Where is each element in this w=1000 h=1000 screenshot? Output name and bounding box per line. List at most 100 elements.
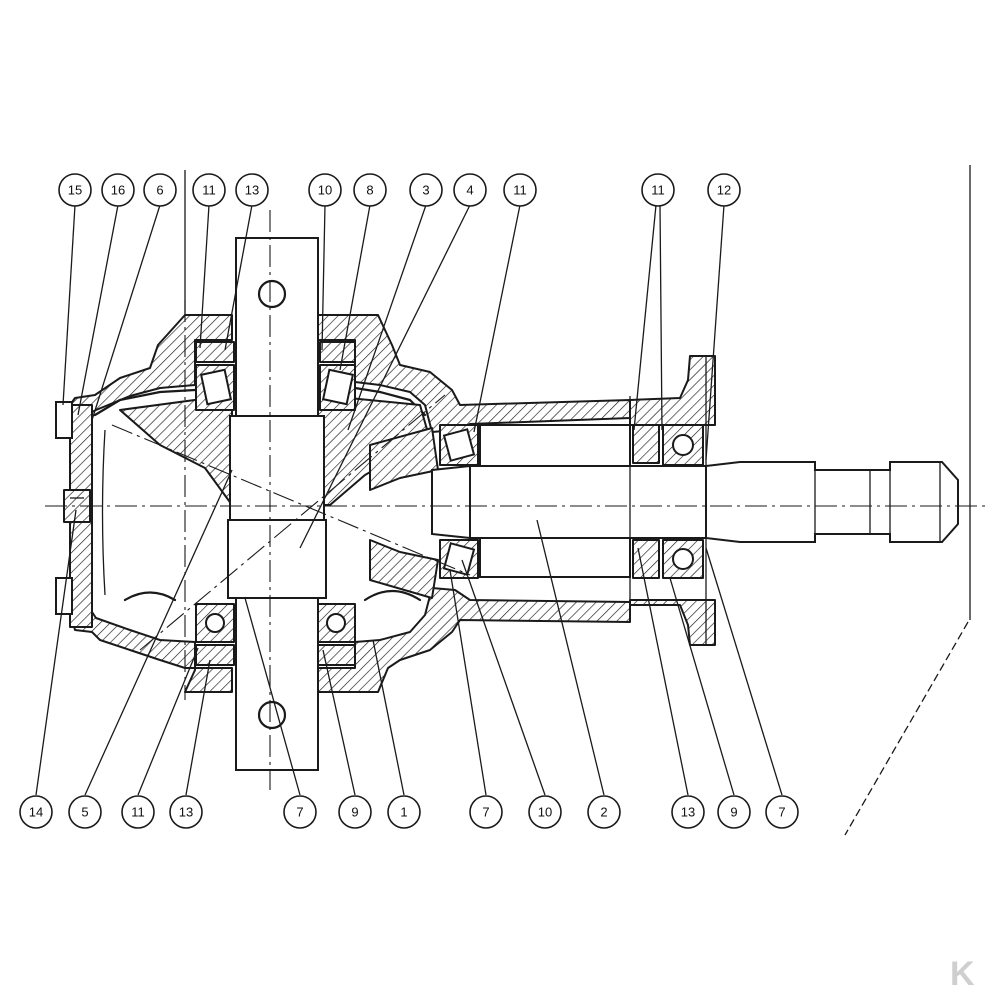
callout-circle xyxy=(409,173,443,207)
callout-label: 3 xyxy=(422,183,429,198)
shaft-seal-bottom xyxy=(632,539,660,579)
callout-circle xyxy=(121,795,155,829)
leader-15 xyxy=(62,204,76,406)
bevel-gear-crown xyxy=(119,394,233,506)
housing-lower-right-wall xyxy=(317,587,631,693)
lower-right-ball xyxy=(326,613,346,633)
shaft-main-body xyxy=(469,465,707,539)
leader-9a xyxy=(322,649,356,796)
upper-right-roller xyxy=(321,368,355,406)
top-callout-1: 15 xyxy=(58,173,92,207)
leader-13a xyxy=(224,204,253,351)
vertical-shaft-lower xyxy=(235,597,319,771)
callout-circle xyxy=(58,173,92,207)
leader-11c2 xyxy=(659,204,663,431)
bottom-callout-12: 9 xyxy=(717,795,751,829)
vertical-shaft-hub xyxy=(229,415,325,521)
callout-label: 16 xyxy=(111,183,125,198)
top-callout-2: 16 xyxy=(101,173,135,207)
callout-circle xyxy=(169,795,203,829)
center-lines xyxy=(45,170,990,790)
leader-lines xyxy=(35,204,783,796)
bottom-callout-7: 1 xyxy=(387,795,421,829)
leader-11a xyxy=(199,204,210,349)
callout-label: 7 xyxy=(778,805,785,820)
leader-10a xyxy=(321,204,326,351)
callout-circle xyxy=(19,795,53,829)
bottom-callout-10: 2 xyxy=(587,795,621,829)
callout-circle xyxy=(707,173,741,207)
outer-ball-bearing-top xyxy=(662,424,704,466)
shaft-neck xyxy=(431,464,471,540)
bottom-callout-11: 13 xyxy=(671,795,705,829)
callout-circle xyxy=(671,795,705,829)
leader-7c xyxy=(705,547,783,796)
vertical-shaft-bearings xyxy=(195,341,356,666)
callout-label: 11 xyxy=(131,805,145,820)
callout-circle xyxy=(308,173,342,207)
callout-label: 10 xyxy=(538,805,552,820)
output-flange-top xyxy=(629,355,716,426)
lower-left-ball xyxy=(205,613,225,633)
leader-6 xyxy=(91,204,161,421)
callout-circle xyxy=(101,173,135,207)
upper-right-seal xyxy=(319,341,356,363)
leader-2 xyxy=(536,519,605,796)
top-callout-3: 6 xyxy=(143,173,177,207)
inner-taper-roller-top xyxy=(442,428,476,462)
callout-label: 2 xyxy=(600,805,607,820)
callout-circle xyxy=(503,173,537,207)
housing-lower-wall xyxy=(69,611,233,693)
callout-circle xyxy=(765,795,799,829)
leader-16 xyxy=(77,204,119,416)
callout-circle xyxy=(453,173,487,207)
inner-taper-roller-bottom xyxy=(442,542,476,576)
callout-label: 4 xyxy=(466,183,473,198)
top-callout-11: 11 xyxy=(641,173,675,207)
leader-7a xyxy=(244,597,301,796)
callout-label: 13 xyxy=(681,805,695,820)
bottom-callout-9: 10 xyxy=(528,795,562,829)
callout-circle xyxy=(68,795,102,829)
bottom-callout-5: 7 xyxy=(283,795,317,829)
leader-13c xyxy=(637,547,689,796)
callout-circle xyxy=(528,795,562,829)
horizontal-shaft-bearings xyxy=(439,424,704,579)
top-callout-9: 4 xyxy=(453,173,487,207)
leader-4 xyxy=(299,204,471,549)
cavity-arc-left xyxy=(101,429,106,596)
callout-label: 11 xyxy=(651,183,665,198)
leader-11d xyxy=(137,647,199,796)
callout-circle xyxy=(338,795,372,829)
callout-label: 7 xyxy=(296,805,303,820)
top-callout-12: 12 xyxy=(707,173,741,207)
top-callout-8: 3 xyxy=(409,173,443,207)
callout-label: 5 xyxy=(81,805,88,820)
callout-label: 11 xyxy=(202,183,216,198)
bottom-callout-13: 7 xyxy=(765,795,799,829)
outer-ball-bottom xyxy=(672,548,694,570)
callout-circle xyxy=(717,795,751,829)
callout-label: 11 xyxy=(513,183,527,198)
fasteners xyxy=(55,401,91,615)
callout-label: 12 xyxy=(717,183,731,198)
callout-label: 1 xyxy=(400,805,407,820)
callout-label: 7 xyxy=(482,805,489,820)
lower-right-seal xyxy=(317,644,356,666)
outer-ball-top xyxy=(672,434,694,456)
leader-7b xyxy=(449,569,487,796)
upper-left-seal xyxy=(195,341,235,363)
watermark-letter: K xyxy=(950,955,975,993)
callout-label: 13 xyxy=(179,805,193,820)
bottom-callout-3: 11 xyxy=(121,795,155,829)
callout-circle xyxy=(469,795,503,829)
upper-cross-hole xyxy=(257,279,287,309)
sheet-frame xyxy=(844,165,971,836)
diagonal-axis-2 xyxy=(139,394,446,651)
callout-label: 9 xyxy=(351,805,358,820)
housing-lower-cavity xyxy=(123,589,422,602)
